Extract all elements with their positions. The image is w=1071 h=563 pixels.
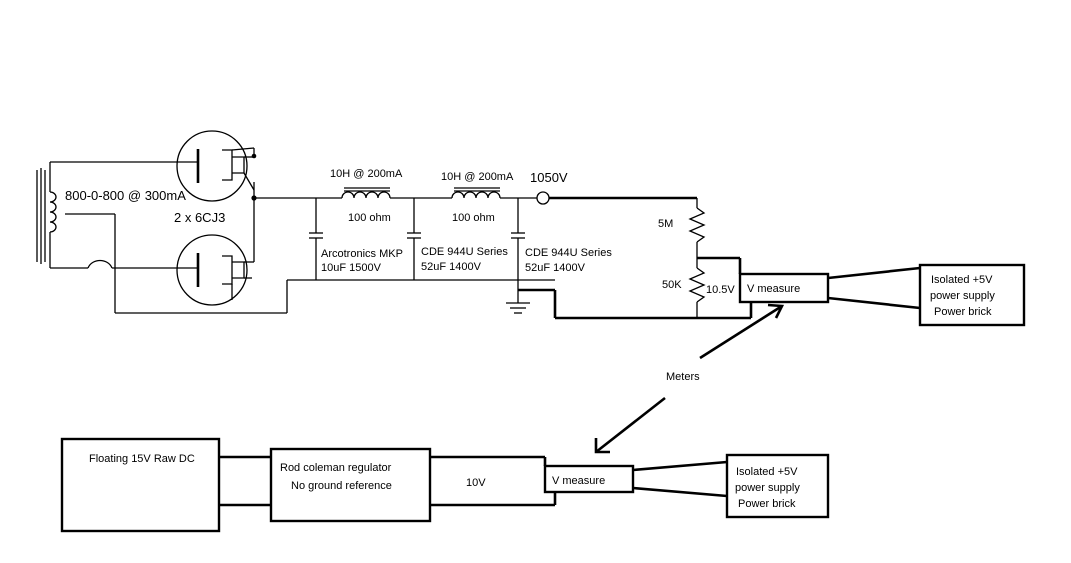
resistor-50k [688, 267, 706, 303]
capacitor-2 [407, 198, 421, 280]
schematic-meter-label: V measure [747, 283, 800, 295]
cap2-value: 52uF 1400V [421, 261, 482, 273]
schematic-supply-line-2: power supply [930, 290, 995, 302]
test-setup [60, 437, 830, 533]
schematic-supply-line-3: Power brick [934, 306, 992, 318]
test-supply-line-3: Power brick [738, 498, 796, 510]
schematic-supply-line-1: Isolated +5V [931, 274, 993, 286]
rectifier-label: 2 x 6CJ3 [174, 210, 225, 225]
test-meter-label: V measure [552, 475, 605, 487]
resistor-bottom-label: 50K [662, 279, 682, 291]
regulator-label-line-1: Rod coleman regulator [280, 462, 392, 474]
test-supply-line-1: Isolated +5V [736, 466, 798, 478]
choke2-label: 10H @ 200mA [441, 171, 514, 183]
choke1-resistance: 100 ohm [348, 212, 391, 224]
voltage-divider [688, 198, 753, 318]
capacitor-3 [511, 198, 525, 280]
output-voltage-label: 1050V [530, 170, 568, 185]
cap1-value: 10uF 1500V [321, 262, 382, 274]
choke-1 [341, 187, 391, 199]
rectifier-tube-top [176, 130, 257, 202]
raw-dc-source-label: Floating 15V Raw DC [89, 453, 195, 465]
schematic-power-supply-box [918, 263, 1026, 327]
choke2-resistance: 100 ohm [452, 212, 495, 224]
power-transformer [36, 161, 288, 314]
test-power-supply-box [725, 453, 830, 519]
test-supply-line-2: power supply [735, 482, 800, 494]
cap3-name: CDE 944U Series [525, 247, 612, 259]
test-voltage-label: 10V [466, 477, 486, 489]
filter-network [251, 187, 751, 320]
transformer-label: 800-0-800 @ 300mA [65, 188, 186, 203]
meters-pointer-label: Meters [666, 371, 700, 383]
choke1-label: 10H @ 200mA [330, 168, 403, 180]
test-meter-box [543, 464, 635, 494]
resistor-top-label: 5M [658, 218, 673, 230]
schematic-meter-box [738, 272, 830, 304]
cap2-name: CDE 944U Series [421, 246, 508, 258]
divider-voltage-label: 10.5V [706, 284, 735, 296]
meter-pointer-arrows [594, 303, 785, 454]
resistor-5m [688, 207, 706, 243]
capacitor-1 [309, 198, 323, 280]
rectifier-tube-bottom [176, 198, 255, 306]
choke-2 [451, 187, 501, 199]
output-terminal [536, 191, 550, 205]
raw-dc-source-box [60, 437, 221, 533]
cap3-value: 52uF 1400V [525, 262, 586, 274]
cap1-name: Arcotronics MKP [321, 248, 403, 260]
regulator-box [269, 447, 432, 523]
regulator-label-line-2: No ground reference [291, 480, 392, 492]
ground-symbol [506, 280, 530, 314]
